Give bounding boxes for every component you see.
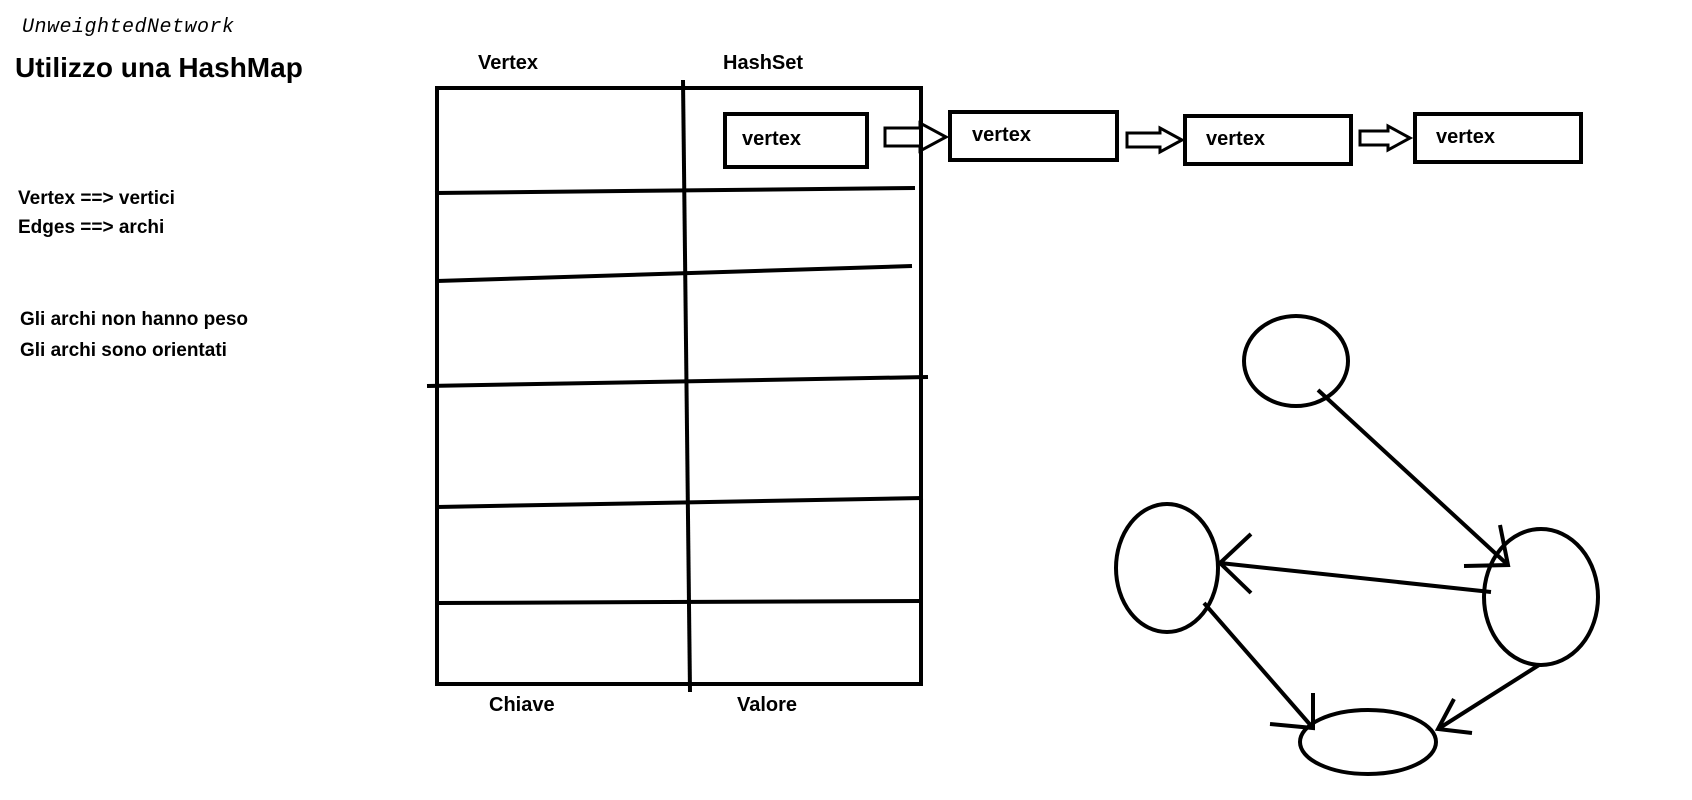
chain-node-label: vertex (742, 128, 801, 150)
note-no-weight: Gli archi non hanno peso (20, 309, 249, 330)
chain-node-label: vertex (972, 124, 1031, 146)
note-edges: Edges ==> archi (18, 217, 165, 238)
graph-edge-arrowhead (1269, 693, 1315, 731)
graph-edge (1316, 388, 1510, 567)
chain-node-box (948, 110, 1119, 162)
chain-node-label: vertex (1436, 126, 1495, 148)
table-col2-footer: Valore (737, 694, 798, 716)
chain-node-label: vertex (1206, 128, 1265, 150)
table-col1-footer: Chiave (489, 694, 555, 716)
graph-node-bottom (1298, 708, 1438, 776)
graph-edge (1202, 601, 1315, 730)
table-row-divider (436, 496, 924, 509)
note-oriented: Gli archi sono orientati (20, 340, 227, 361)
chain-node-box (1413, 112, 1583, 164)
chain-arrow (1358, 123, 1414, 153)
graph-node-left (1114, 502, 1220, 634)
table-row-divider (426, 375, 929, 388)
table-row-divider (436, 264, 913, 283)
table-row-divider (436, 599, 924, 605)
graph-edge-arrowhead (1217, 532, 1253, 595)
graph-node-top (1242, 314, 1350, 408)
table-col1-header: Vertex (478, 52, 539, 74)
chain-arrow (883, 120, 950, 154)
table-column-divider (681, 79, 692, 693)
note-vertex: Vertex ==> vertici (18, 188, 175, 209)
graph-edge (1219, 561, 1492, 594)
graph-node-right (1482, 527, 1600, 667)
chain-node-box (723, 112, 869, 169)
code-name: UnweightedNetwork (22, 16, 235, 39)
graph-edge (1436, 663, 1541, 731)
chain-arrow (1125, 125, 1186, 155)
graph-edge-arrowhead (1463, 524, 1511, 568)
table-col2-header: HashSet (723, 52, 804, 74)
graph-edge-arrowhead (1434, 698, 1473, 735)
page-title: Utilizzo una HashMap (15, 52, 303, 83)
table-row-divider (434, 186, 916, 195)
